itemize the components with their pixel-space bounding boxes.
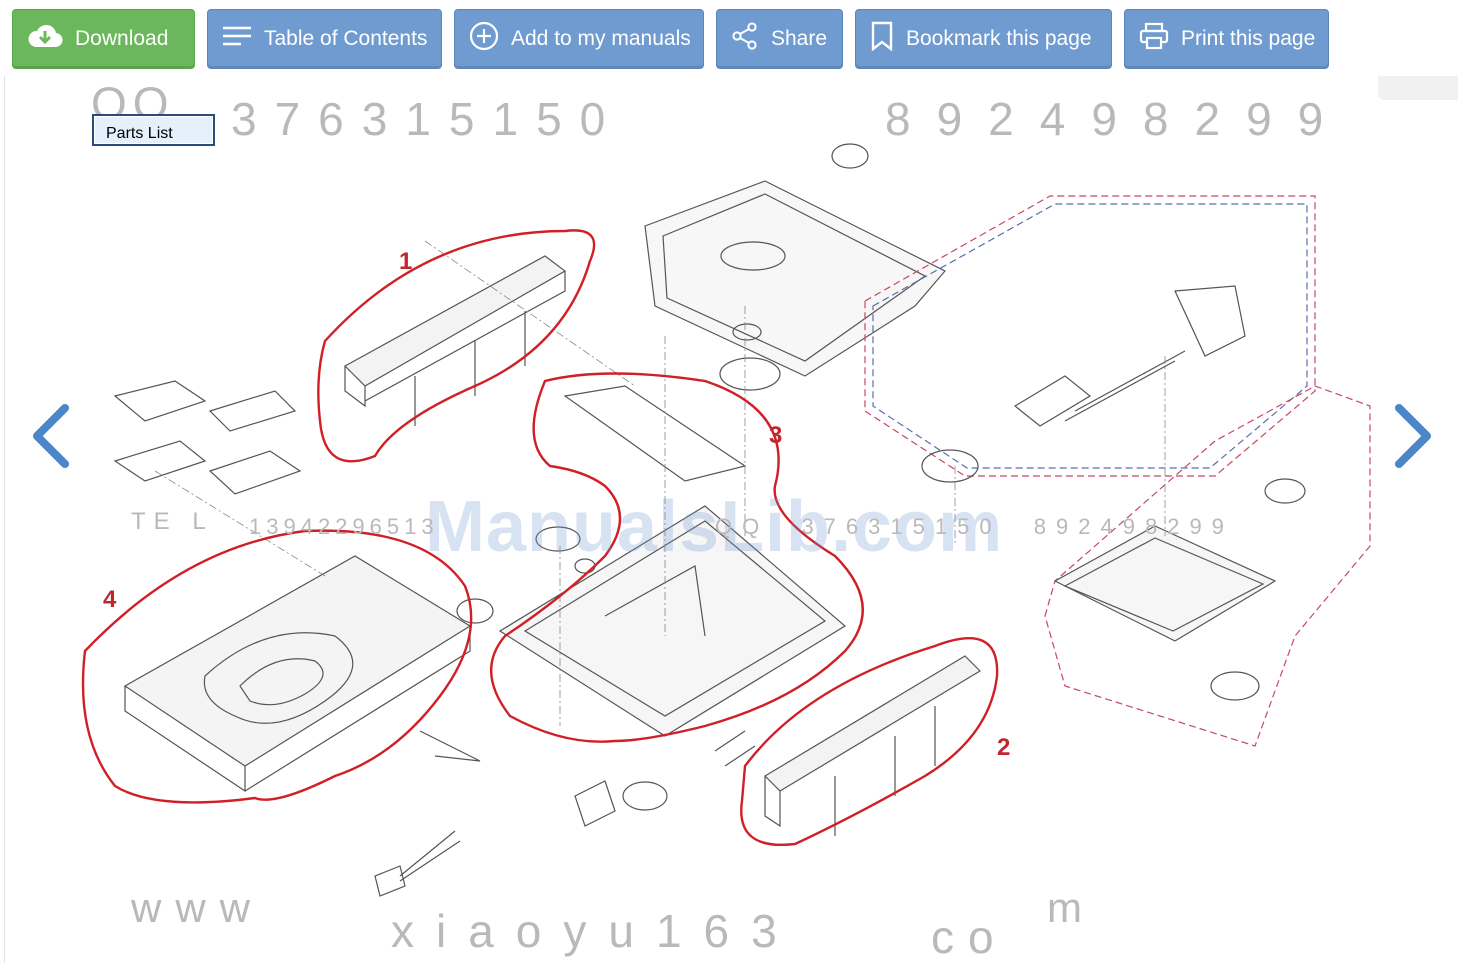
exploded-parts-diagram [81,143,1371,897]
print-page-button[interactable]: Print this page [1124,9,1329,69]
bookmark-page-label: Bookmark this page [906,27,1092,50]
previous-page-button[interactable] [25,400,75,480]
share-button[interactable]: Share [716,9,843,69]
watermark-qq-number: 376315150 [231,93,624,145]
print-page-label: Print this page [1181,27,1316,50]
chevron-right-icon [1395,404,1431,468]
share-icon [731,22,759,56]
download-cloud-icon [27,23,63,55]
download-button[interactable]: Download [12,9,195,69]
chevron-left-icon [33,404,69,468]
watermark-tel: TE L [131,508,214,535]
watermark-domain: xiaoyu163 [391,905,799,957]
add-to-my-manuals-label: Add to my manuals [511,27,691,50]
watermark-m: m [1047,884,1100,931]
next-page-button[interactable] [1389,400,1439,480]
share-label: Share [771,27,828,50]
callout-1: 1 [399,248,413,275]
bookmark-icon [870,21,894,57]
manualslib-watermark: ManualsLib.com [425,487,1004,567]
search-corner-tab[interactable] [1378,76,1458,100]
list-icon [222,25,252,53]
plus-circle-icon [469,21,499,57]
watermark-dot-com: co [931,911,1008,963]
callout-3: 3 [769,422,783,449]
printer-icon [1139,22,1169,56]
manual-page-viewer: ManualsLib.com QQ 376315150 892498299 TE… [4,76,1458,963]
table-of-contents-button[interactable]: Table of Contents [207,9,442,69]
callout-4: 4 [103,586,117,613]
watermark-tel-number: 13942296513 [249,514,439,539]
bookmark-page-button[interactable]: Bookmark this page [855,9,1112,69]
watermark-mid-qq: QQ 376315150 892498299 [715,514,1234,539]
watermark-www: www [131,884,264,931]
toolbar: Download Table of Contents Add to my man… [0,0,1461,76]
table-of-contents-label: Table of Contents [264,27,428,50]
download-label: Download [75,27,169,50]
watermark-right-number: 892498299 [885,93,1350,145]
callout-2: 2 [997,734,1011,761]
add-to-my-manuals-button[interactable]: Add to my manuals [454,9,704,69]
parts-list-button[interactable]: Parts List [92,114,215,146]
